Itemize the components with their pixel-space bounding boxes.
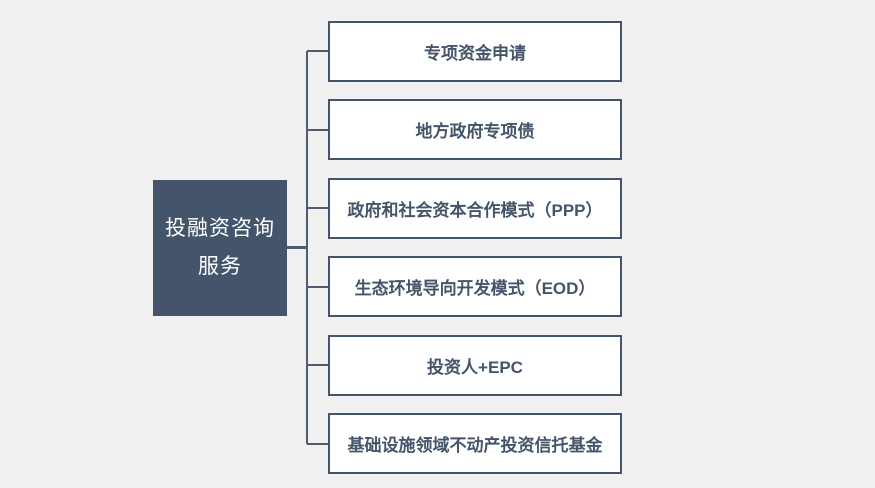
connector-stub xyxy=(307,286,328,288)
branch-node: 投资人+EPC xyxy=(328,335,622,396)
branch-node: 地方政府专项债 xyxy=(328,99,622,160)
connector-stub xyxy=(307,207,328,209)
connector-stub xyxy=(307,50,328,52)
branch-label: 地方政府专项债 xyxy=(415,122,535,141)
branch-label: 投资人+EPC xyxy=(427,358,523,377)
branch-node: 基础设施领域不动产投资信托基金 xyxy=(328,413,622,474)
branch-label: 政府和社会资本合作模式（PPP） xyxy=(347,201,603,220)
root-node-label: 投融资咨询 服务 xyxy=(165,210,275,286)
root-label-line-2: 服务 xyxy=(198,255,242,278)
branch-node: 专项资金申请 xyxy=(328,21,622,82)
connector-root-link xyxy=(287,246,306,249)
root-node: 投融资咨询 服务 xyxy=(153,180,287,316)
branch-label: 生态环境导向开发模式（EOD） xyxy=(354,279,596,298)
branch-label: 基础设施领域不动产投资信托基金 xyxy=(347,436,603,455)
root-label-line-1: 投融资咨询 xyxy=(165,217,275,240)
connector-stub xyxy=(307,443,328,445)
connector-stub xyxy=(307,364,328,366)
connector-trunk xyxy=(306,51,308,444)
branch-node: 政府和社会资本合作模式（PPP） xyxy=(328,178,622,239)
branch-node: 生态环境导向开发模式（EOD） xyxy=(328,256,622,317)
branch-label: 专项资金申请 xyxy=(424,44,526,63)
connector-stub xyxy=(307,129,328,131)
